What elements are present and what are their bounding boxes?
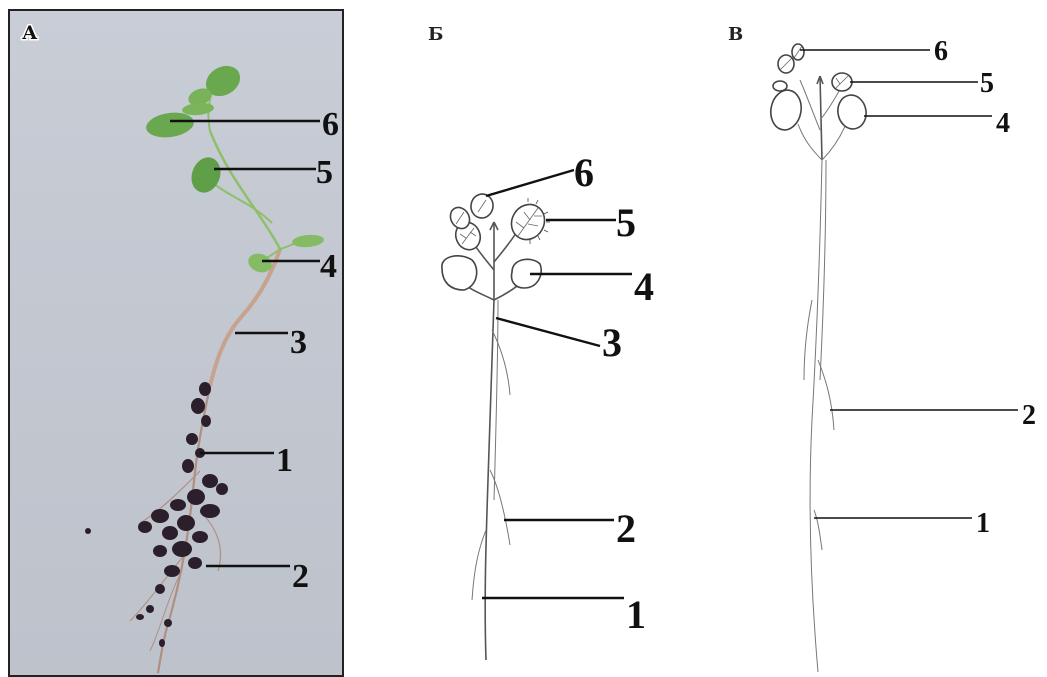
panel-a-letter: А <box>22 22 38 44</box>
cotyledon-right <box>835 93 868 131</box>
label-1: 1 <box>976 508 990 539</box>
petiole <box>822 124 846 160</box>
label-6-leader <box>486 170 574 196</box>
label-3: 3 <box>602 320 622 365</box>
petiole <box>210 131 280 249</box>
panel-b-drawing: Б <box>420 0 700 677</box>
seedling-drawing-b: Б <box>420 0 700 677</box>
true-leaves-left <box>447 192 495 253</box>
lateral-root <box>492 330 510 395</box>
soil-clumps <box>85 382 228 647</box>
label-3: 3 <box>290 324 307 361</box>
label-2: 2 <box>616 506 636 551</box>
label-1: 1 <box>626 592 646 637</box>
lateral-root <box>472 530 486 600</box>
petiole <box>800 80 820 130</box>
stem-outline <box>494 300 498 500</box>
label-5: 5 <box>316 154 333 191</box>
label-4: 4 <box>996 108 1010 139</box>
label-2: 2 <box>1022 400 1036 431</box>
label-4: 4 <box>320 248 337 285</box>
label-6: 6 <box>574 150 594 195</box>
seedling-photo: А <box>10 11 342 675</box>
true-leaves <box>773 44 852 91</box>
leaf-petiole <box>494 230 518 262</box>
lateral-root <box>490 470 510 545</box>
label-6: 6 <box>934 36 948 67</box>
main-root <box>485 300 494 660</box>
first-true-leaf <box>187 153 226 196</box>
lateral-root <box>814 510 822 550</box>
cotyledon-left <box>442 256 477 290</box>
panel-c-letter: В <box>728 24 743 45</box>
lateral-root <box>150 571 182 651</box>
cotyledon <box>292 234 325 249</box>
label-1: 1 <box>276 442 293 479</box>
label-6: 6 <box>322 106 339 143</box>
panel-b-letter: Б <box>428 24 443 45</box>
label-3-leader <box>496 318 600 346</box>
panel-c-drawing: В 6 5 4 2 1 <box>700 0 1047 677</box>
lateral-root <box>804 300 812 380</box>
label-5: 5 <box>980 68 994 99</box>
petiole <box>210 179 272 223</box>
petiole <box>798 124 822 160</box>
label-2: 2 <box>292 558 309 595</box>
panel-a-photo: А <box>8 9 344 677</box>
label-5: 5 <box>616 200 636 245</box>
main-root <box>810 160 822 672</box>
label-4: 4 <box>634 264 654 309</box>
seedling-drawing-c: В 6 5 4 2 1 <box>700 0 1047 677</box>
